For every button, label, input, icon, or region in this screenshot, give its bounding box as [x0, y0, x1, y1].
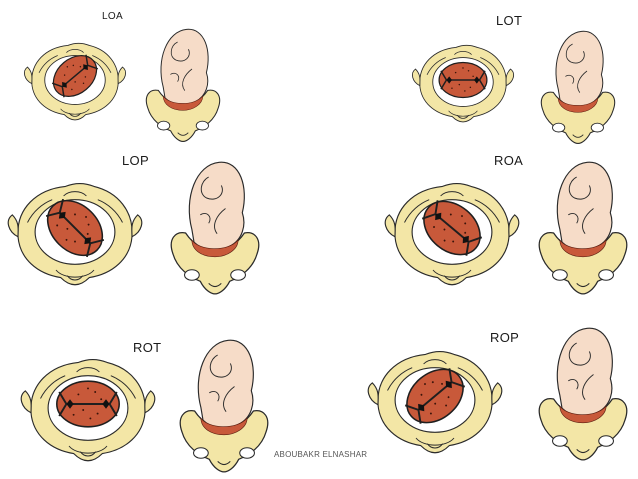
label-rop: ROP: [490, 330, 520, 345]
label-lot: LOT: [496, 13, 523, 28]
label-rot: ROT: [133, 340, 162, 355]
pelvis-front-rot: [179, 339, 269, 473]
pelvis-top-rop: [367, 350, 503, 454]
pelvis-top-lop: [7, 182, 143, 286]
label-lop: LOP: [122, 153, 149, 168]
pelvis-front-loa: [145, 28, 221, 142]
pelvis-front-rop: [538, 327, 628, 461]
pelvis-top-rot: [20, 358, 156, 462]
author-watermark: ABOUBAKR ELNASHAR: [272, 449, 370, 460]
pelvis-top-roa: [384, 182, 520, 286]
label-loa: LOA: [102, 11, 123, 22]
pelvis-front-roa: [538, 161, 628, 295]
pelvis-front-lot: [540, 30, 616, 144]
label-roa: ROA: [494, 153, 524, 168]
pelvis-top-lot: [411, 44, 515, 123]
pelvis-top-loa: [23, 42, 127, 121]
pelvis-front-lop: [170, 161, 260, 295]
